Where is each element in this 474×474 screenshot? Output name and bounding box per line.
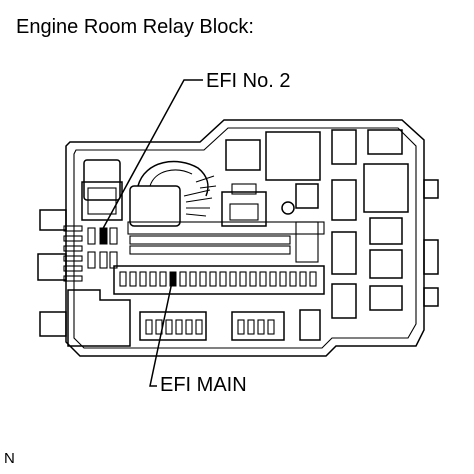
callout-leaders (99, 79, 203, 387)
leader-efi-main (149, 281, 173, 387)
efi-no2-fuse (99, 227, 108, 245)
mounting-tabs (37, 179, 439, 337)
connector-bars (127, 221, 325, 263)
bottom-connectors (139, 309, 321, 341)
callout-label-efi-main: EFI MAIN (160, 374, 247, 396)
wiring-harness (129, 160, 217, 227)
leader-efi-no2 (99, 79, 203, 235)
top-left-relays (81, 159, 123, 221)
right-relays (225, 129, 409, 319)
left-fuse-column (63, 225, 118, 282)
efi-main-fuse (169, 271, 177, 287)
main-fuse-row (113, 265, 325, 295)
bottom-left-block (67, 289, 131, 347)
callout-label-efi-no2: EFI No. 2 (206, 70, 291, 92)
relay-block-housing (65, 119, 425, 357)
diagram-title: Engine Room Relay Block: (16, 16, 254, 38)
center-relay (221, 183, 267, 227)
corner-mark: N (4, 450, 15, 467)
mounting-screw-icon (281, 201, 295, 215)
